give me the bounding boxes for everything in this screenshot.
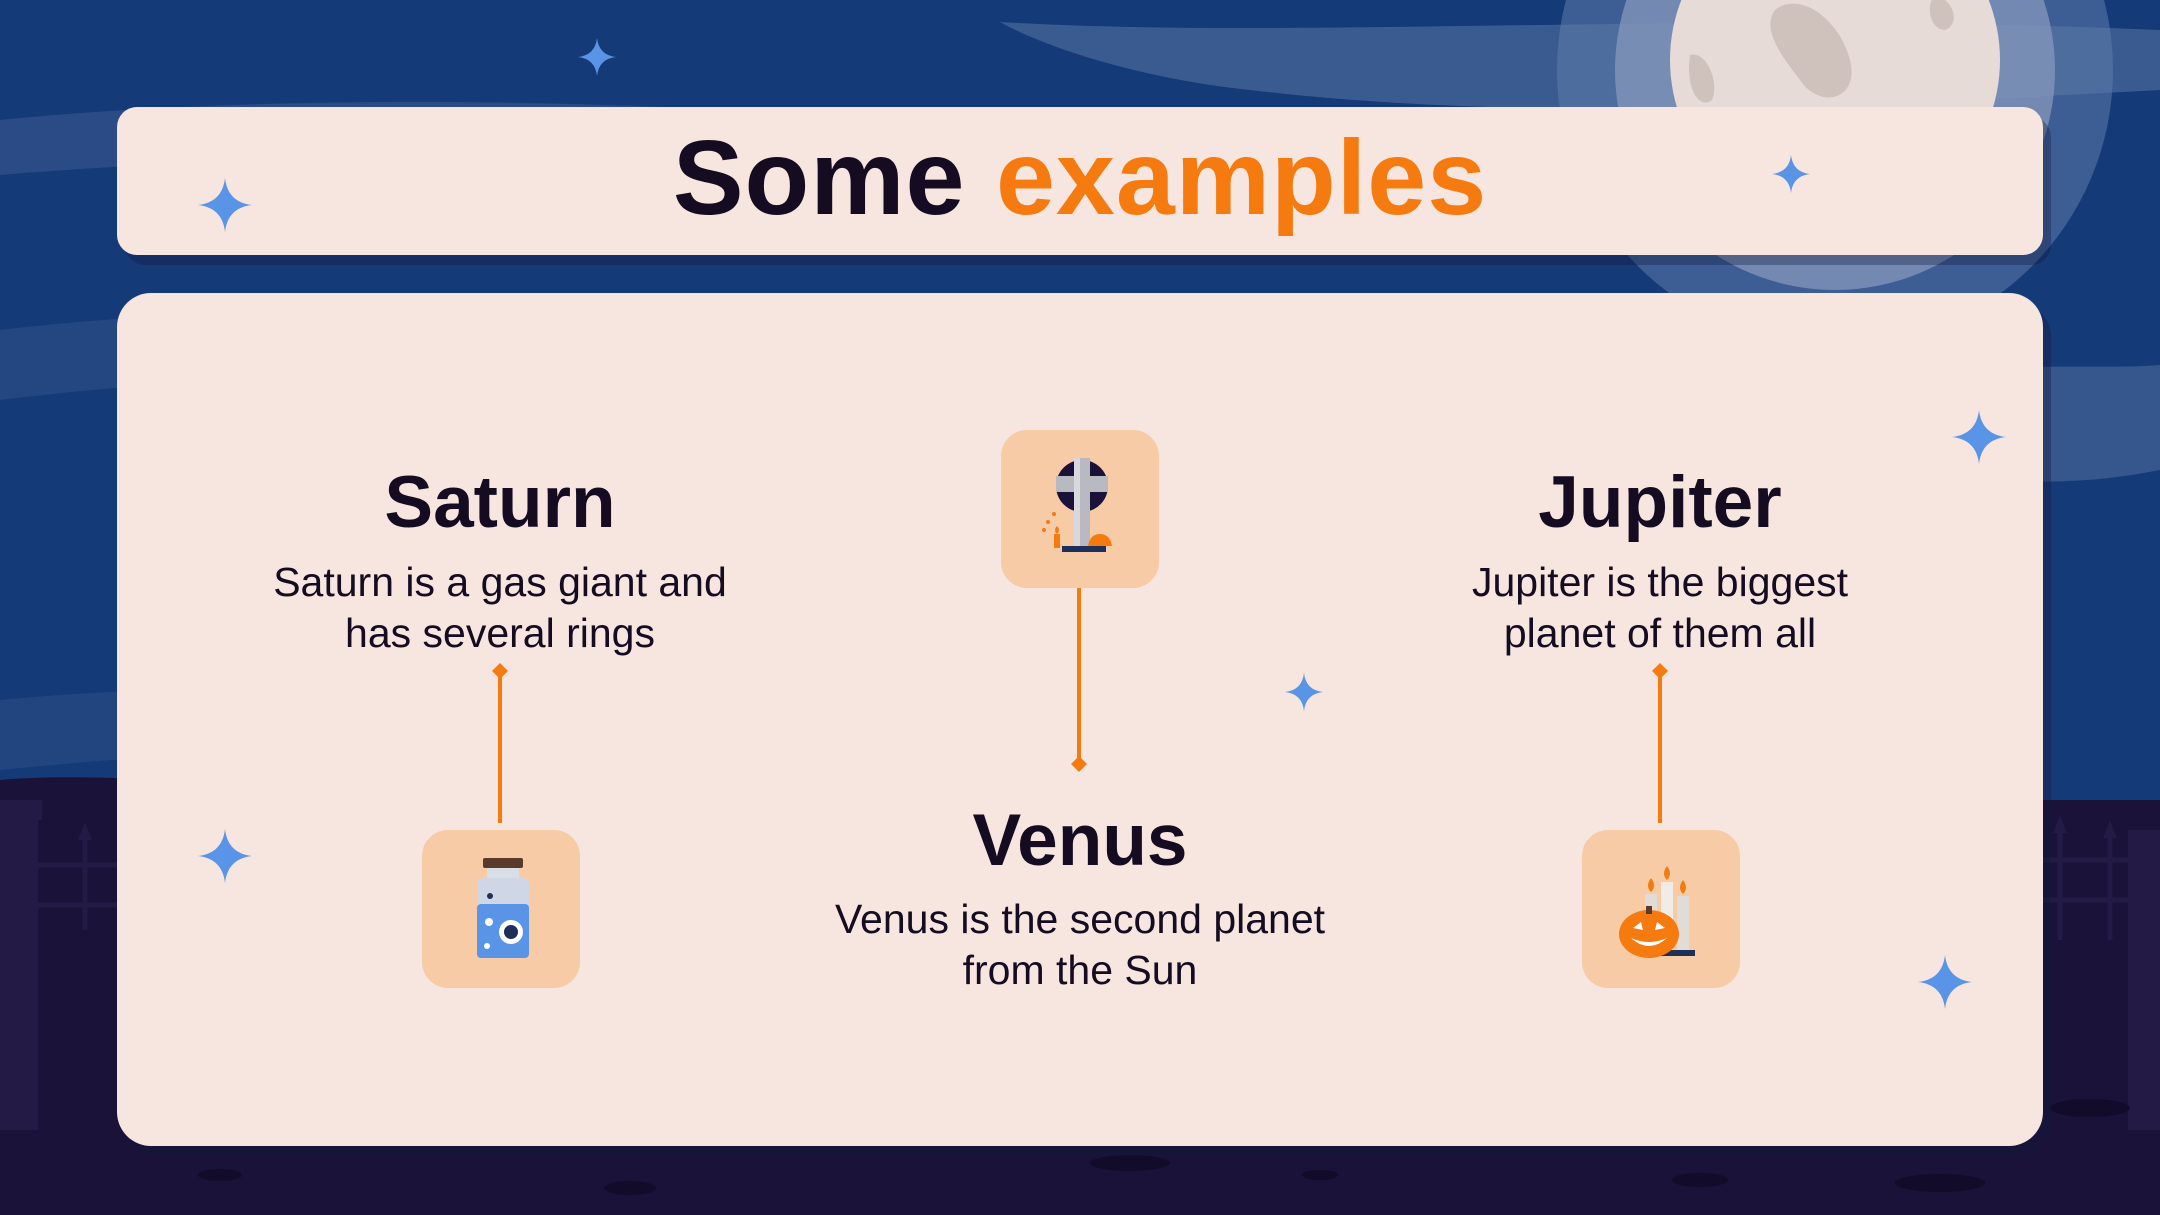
star-icon — [578, 38, 616, 76]
item-description-saturn-line2: has several rings — [345, 610, 655, 656]
star-icon — [1285, 673, 1323, 711]
title-main: Some — [672, 119, 966, 237]
title-accent: examples — [995, 119, 1488, 237]
icon-box-jupiter — [1582, 830, 1740, 988]
jack-o-lantern-candles-icon — [1619, 866, 1695, 958]
icon-box-venus — [1001, 430, 1159, 588]
item-description-jupiter: Jupiter is the biggest planet of them al… — [1310, 557, 2010, 659]
connector-jupiter — [1652, 663, 1668, 823]
item-description-jupiter-line1: Jupiter is the biggest — [1471, 559, 1849, 605]
item-description-jupiter-line2: planet of them all — [1503, 610, 1817, 656]
icon-box-saturn — [422, 830, 580, 988]
potion-jar-icon — [477, 858, 529, 958]
star-icon — [198, 178, 252, 232]
item-description-saturn-line1: Saturn is a gas giant and — [273, 559, 727, 605]
item-description-venus-line1: Venus is the second planet — [834, 896, 1326, 942]
connector-venus — [1071, 588, 1087, 772]
connector-saturn — [492, 663, 508, 823]
item-description-venus: Venus is the second planet from the Sun — [730, 894, 1430, 996]
star-icon — [1918, 955, 1972, 1009]
slide-title: Some examples — [673, 125, 1487, 231]
item-description-saturn: Saturn is a gas giant and has several ri… — [150, 557, 850, 659]
star-icon — [1952, 410, 2006, 464]
gravestone-cross-icon — [1042, 458, 1112, 552]
title-card: Some examples — [117, 107, 2043, 255]
item-title-venus: Venus — [972, 800, 1188, 881]
star-icon — [1772, 155, 1810, 193]
star-icon — [198, 829, 252, 883]
item-title-jupiter: Jupiter — [1538, 462, 1782, 543]
item-title-saturn: Saturn — [384, 462, 616, 543]
item-description-venus-line2: from the Sun — [962, 947, 1198, 993]
content-card: Saturn Saturn is a gas giant and has sev… — [117, 293, 2043, 1146]
